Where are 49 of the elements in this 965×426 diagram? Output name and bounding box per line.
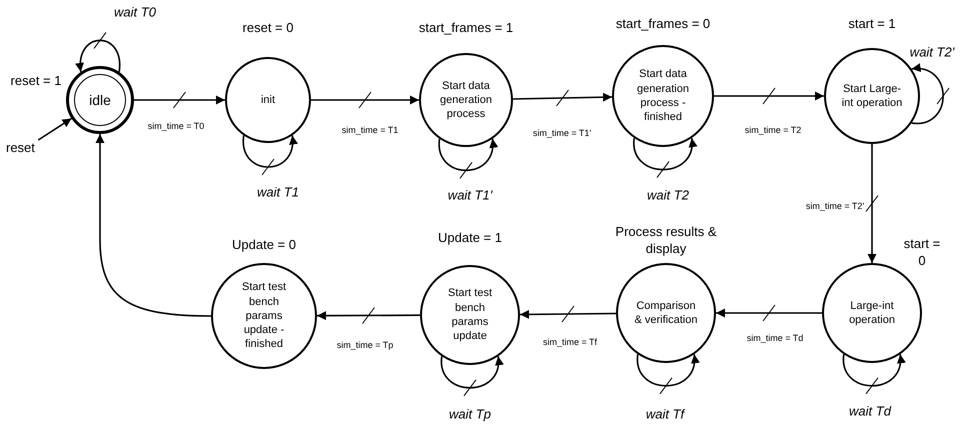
- edge-label: wait Tp: [448, 406, 492, 422]
- transition-arrow: [716, 308, 822, 318]
- state-circle: Start test bench params update: [420, 265, 520, 365]
- state-condition: Update = 0: [232, 237, 296, 254]
- transition-arrow: [512, 92, 612, 102]
- edge-label: wait T1': [446, 188, 494, 202]
- state-circle: Start data generation process: [419, 53, 513, 147]
- transition-arrow: [311, 96, 419, 104]
- state-circle: Comparison & verification: [616, 263, 716, 363]
- edge-label: sim_time = Tp: [336, 340, 394, 350]
- edge-label: wait T0: [113, 4, 157, 20]
- edge-label: wait Td: [848, 404, 892, 418]
- state-condition: reset = 0: [242, 20, 294, 37]
- state-circle: Start test bench params update - finished: [211, 263, 317, 369]
- state-condition: Update = 1: [438, 230, 502, 247]
- edge-label: sim_time = T1: [340, 125, 400, 135]
- edge-label: sim_time = Td: [746, 333, 804, 343]
- self-loop-arrow: [633, 138, 696, 170]
- state-condition: reset = 1: [10, 73, 62, 90]
- edge-label: wait T2: [646, 188, 690, 202]
- transition-arrow: [520, 310, 616, 319]
- input-label: reset: [6, 140, 35, 155]
- edge-label: wait Tf: [644, 406, 686, 422]
- state-condition: start_frames = 0: [616, 16, 710, 33]
- transition-arrow: [38, 118, 72, 141]
- state-condition: start = 1: [848, 16, 896, 33]
- self-loop-arrow: [242, 135, 297, 168]
- transition-arrow: [96, 134, 212, 317]
- self-loop-arrow: [76, 40, 120, 72]
- edge-label: sim_time = T0: [146, 121, 206, 131]
- edge-label: sim_time = T2': [804, 201, 866, 211]
- self-loop-arrow: [438, 138, 498, 172]
- self-loop-arrow: [842, 354, 905, 387]
- transition-arrow: [317, 311, 420, 320]
- state-condition: Process results & display: [614, 224, 718, 258]
- state-circle: init: [225, 57, 311, 143]
- state-circle: Start data generation process - finished: [612, 45, 714, 147]
- state-condition: start_frames = 1: [418, 20, 514, 37]
- edge-label: sim_time = T2: [744, 125, 802, 135]
- self-loop-arrow: [440, 356, 503, 389]
- edge-label: wait T2': [908, 44, 956, 60]
- self-loop-arrow: [636, 354, 699, 387]
- edge-label: wait T1: [256, 184, 300, 200]
- transition-arrow: [714, 92, 824, 100]
- initial-state-circle: idle: [66, 66, 134, 134]
- self-loop-arrow: [912, 64, 944, 124]
- transition-arrow: [134, 96, 225, 104]
- edge-label: sim_time = T1': [532, 128, 592, 138]
- edge-label: sim_time = Tf: [542, 337, 598, 347]
